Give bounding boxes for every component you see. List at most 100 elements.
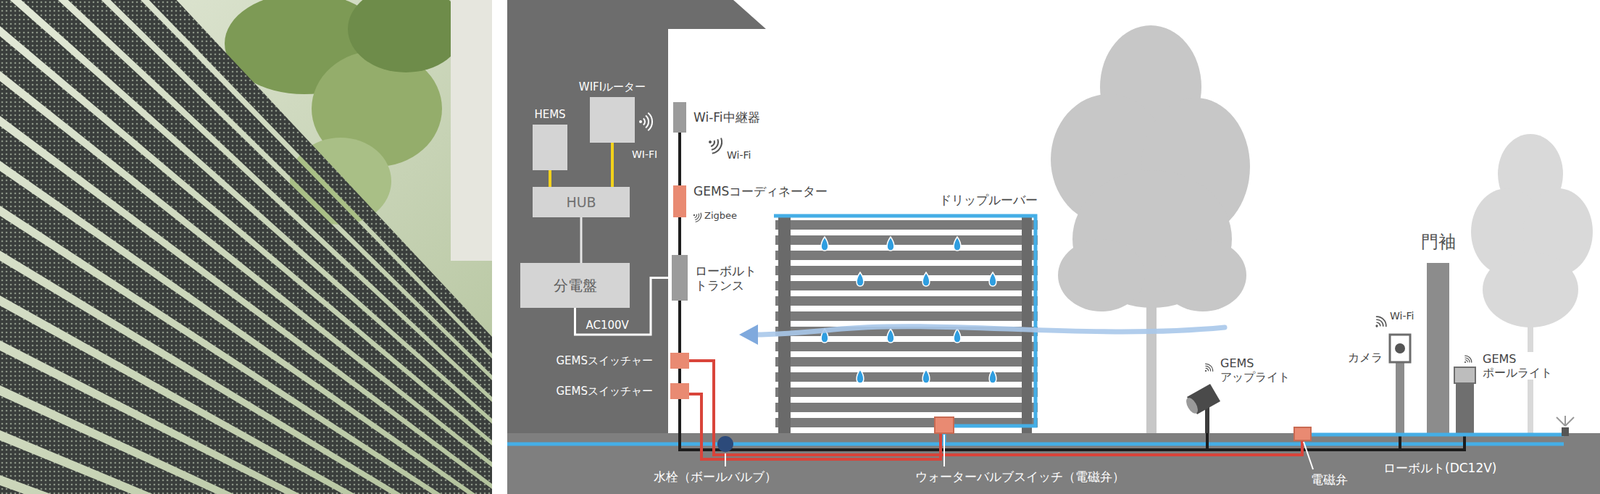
louver-post: [778, 215, 791, 434]
tree: [1471, 134, 1593, 434]
slat: [0, 485, 493, 494]
label-text: Wi-Fi: [1389, 310, 1414, 323]
switcher-device: GEMSスイッチャー: [670, 383, 690, 400]
ball-valve: [717, 436, 734, 453]
uplight-stake: [1205, 405, 1210, 434]
wire: [678, 368, 682, 384]
water-drop: [856, 369, 864, 384]
label-text: 門袖: [1421, 231, 1456, 253]
label-text: ウォーターバルブスイッチ（電磁弁）: [915, 469, 1125, 485]
tree-canopy: [1159, 239, 1247, 312]
device-label: ローボルト トランス: [694, 263, 762, 293]
device-label: Wi-Fi中継器: [693, 110, 761, 125]
foliage: [347, 0, 464, 73]
gate-pillar: [1426, 263, 1450, 434]
louver-post: [1021, 215, 1032, 434]
label-text: GEMS アップライト: [1220, 356, 1296, 385]
camera-pole: [1395, 362, 1405, 434]
label-text: カメラ: [1347, 350, 1383, 365]
wifi-icon: [704, 133, 725, 156]
box-text: HUB: [565, 194, 596, 211]
wifi-icon: [1460, 354, 1474, 367]
wifi-waves: [1201, 362, 1215, 376]
low-voltage-wire: [1205, 433, 1209, 450]
louver-slat: [775, 220, 1038, 230]
louver-slat: [775, 296, 1038, 306]
uplight-lens: [1184, 396, 1200, 416]
wifi-icon: [1371, 314, 1389, 332]
wire: [678, 300, 682, 353]
box-heading: HEMS: [534, 107, 566, 122]
switcher-device: GEMSスイッチャー: [670, 352, 690, 369]
wifi-waves: [1460, 354, 1474, 367]
wire: [580, 217, 583, 264]
slat: [0, 440, 493, 494]
wifi-icon: [639, 113, 653, 132]
house: [507, 0, 766, 434]
label-text: ローボルト(DC12V): [1383, 460, 1498, 476]
water-drop: [953, 236, 961, 251]
sprinkler-spray: [1556, 415, 1574, 427]
transformer-device: ローボルト トランス: [671, 255, 688, 301]
louver-slat: [775, 265, 1038, 276]
water-drop: [989, 369, 997, 384]
tree-canopy: [1482, 252, 1579, 328]
water-drop: [886, 328, 895, 343]
louver-slat: [775, 235, 1038, 245]
water-drop: [856, 272, 864, 287]
ground: [507, 433, 1600, 494]
louver-slat: [775, 372, 1038, 382]
signal-wire: [689, 360, 1303, 456]
water-pipe: [1310, 433, 1564, 437]
wind-arrowhead: [739, 324, 758, 345]
label-text: Wi-Fi: [726, 149, 751, 162]
leader-line: [943, 434, 945, 467]
tree: [1050, 25, 1250, 434]
louver-slat: [775, 311, 1038, 322]
louver-slat: [775, 281, 1038, 291]
device-label: GEMSスイッチャー: [555, 354, 653, 368]
edge-label: AC100V: [584, 318, 632, 332]
wire: [548, 170, 552, 187]
zigbee-icon: [690, 210, 703, 224]
device-label: GEMSコーディネーター: [693, 184, 828, 199]
leader-line: [1303, 442, 1314, 470]
louver-slat: [775, 357, 1038, 367]
water-drop: [922, 369, 930, 384]
hems-box: HEMS: [532, 124, 568, 171]
wall-column: [450, 0, 493, 261]
wind-arrow: [753, 326, 1225, 335]
drip-pipe: [773, 215, 1036, 427]
wifi-icon: [1201, 362, 1215, 376]
water-pipe: [507, 442, 1564, 447]
water-drop: [953, 328, 961, 343]
pole-light-head: [1454, 367, 1476, 384]
water-drop: [989, 272, 997, 287]
device-label: GEMSスイッチャー: [555, 384, 653, 398]
wifi-waves: [639, 113, 653, 132]
label-text: WI-FI: [631, 148, 658, 161]
label-text: Zigbee: [704, 210, 737, 222]
wire: [610, 142, 614, 187]
sprinkler: [1556, 415, 1574, 437]
low-voltage-wire: [679, 399, 1465, 450]
camera: [1389, 334, 1411, 363]
camera-lens: [1394, 343, 1406, 354]
wifi-waves: [1371, 314, 1389, 332]
coordinator-device: GEMSコーディネーター: [673, 185, 687, 218]
solenoid-valve: [934, 417, 954, 434]
water-drop: [886, 236, 895, 251]
label-text: GEMS ポールライト: [1482, 352, 1558, 380]
wire: [678, 132, 682, 186]
label-text: 電磁弁: [1310, 472, 1348, 487]
louver-slat: [775, 402, 1038, 413]
photo-group: [0, 0, 493, 494]
solenoid-valve: [1294, 427, 1311, 441]
box-text: 分電盤: [553, 276, 598, 295]
louver-slat: [775, 387, 1038, 398]
wire: [678, 217, 682, 256]
tree-canopy: [1057, 239, 1145, 312]
